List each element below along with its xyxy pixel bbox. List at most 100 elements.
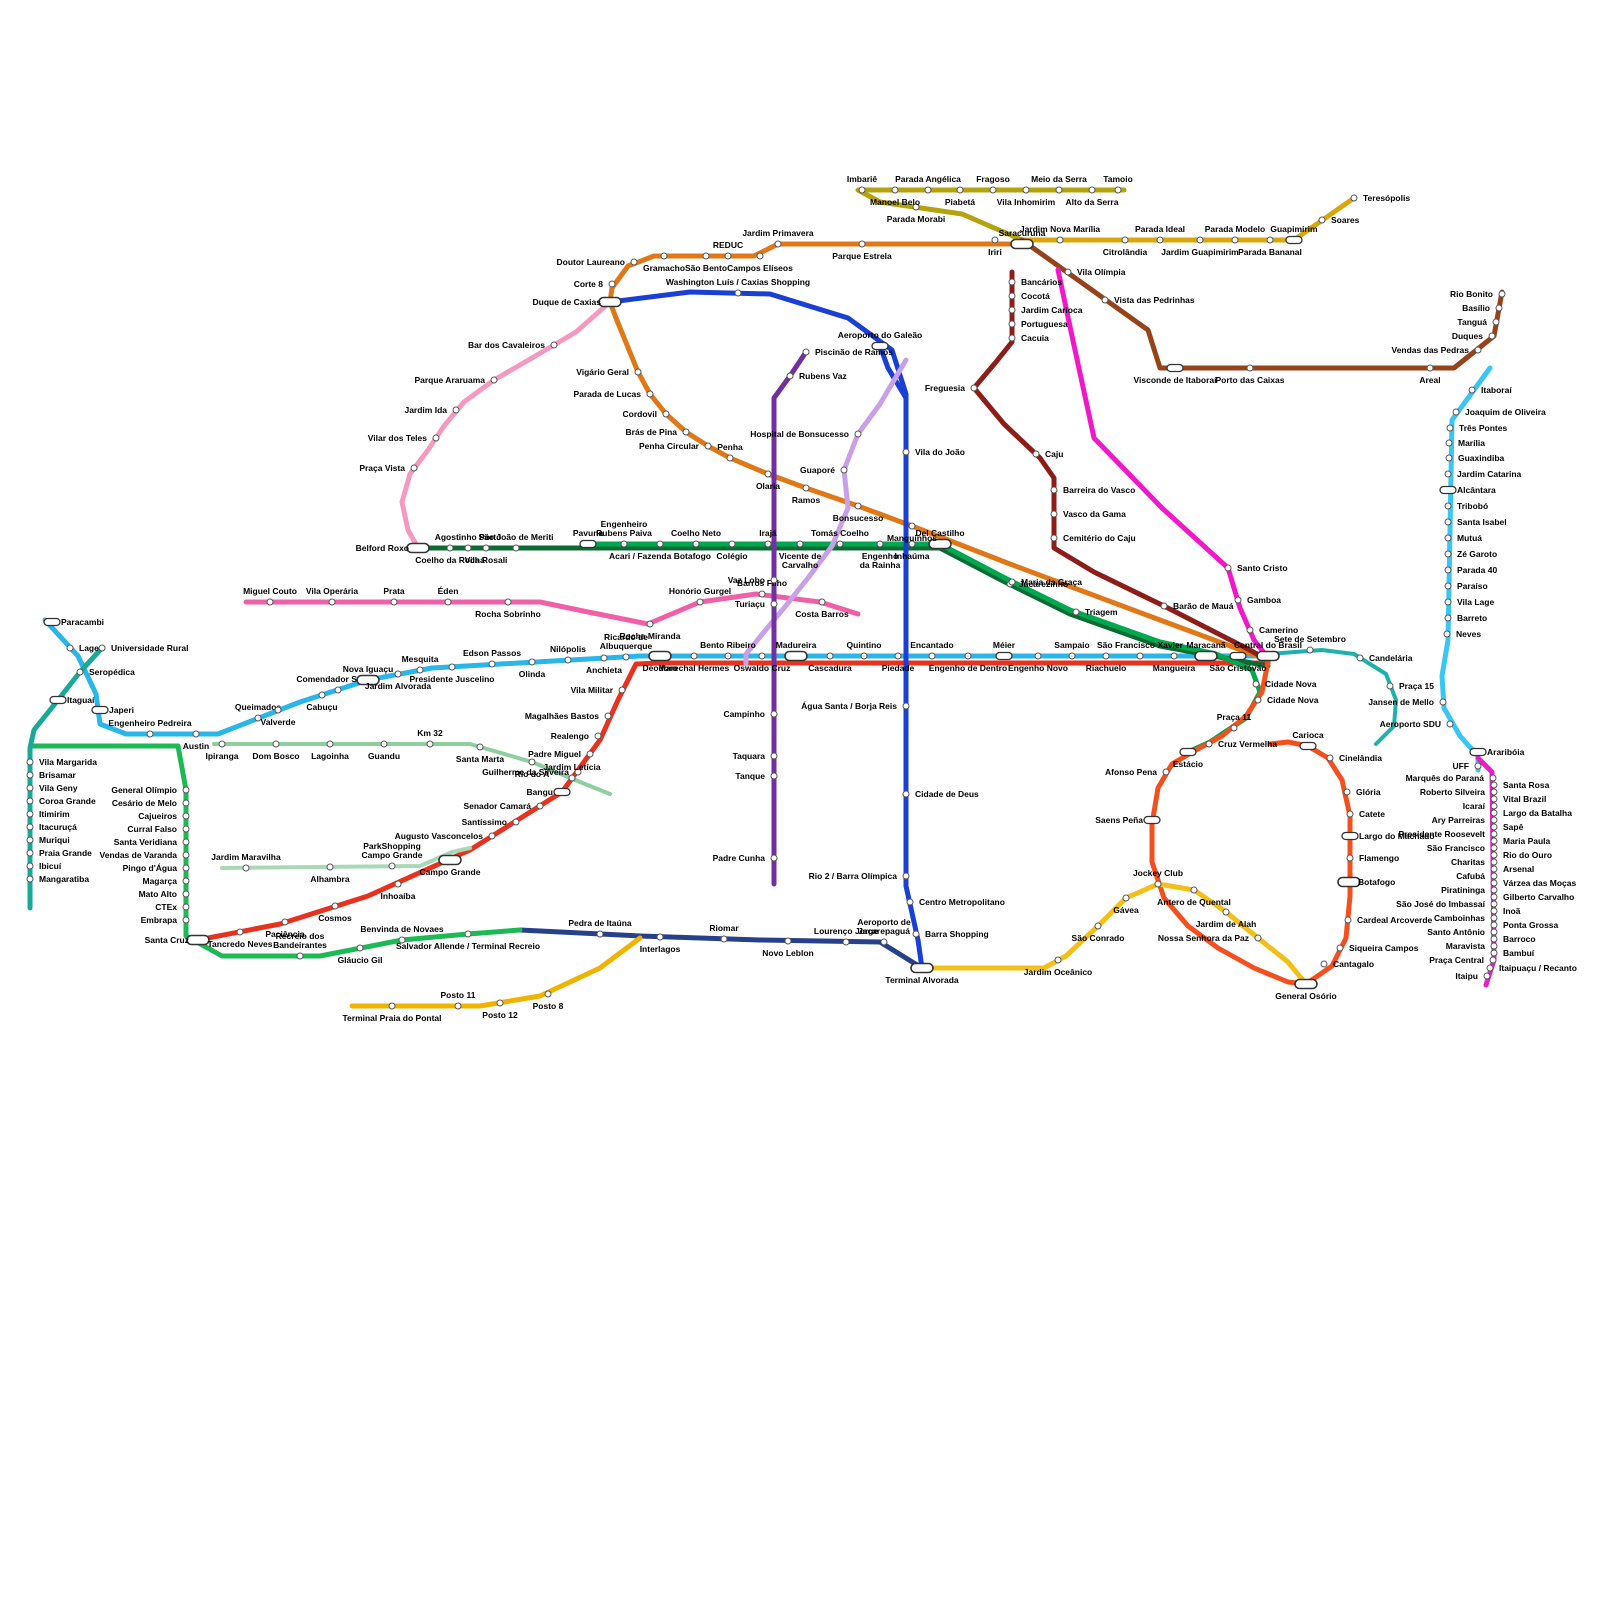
station-label: Presidente Juscelino <box>409 674 494 684</box>
station-roberto-silveira: Roberto Silveira <box>1420 787 1498 797</box>
station-label: Olaria <box>756 481 780 491</box>
line-transoeste <box>29 743 523 959</box>
station-dot <box>1486 964 1494 972</box>
station-label: Ramos <box>792 495 821 505</box>
station-label: Vendas de Varanda <box>100 850 178 860</box>
station-cidade-de-deus: Cidade de Deus <box>902 789 979 799</box>
station-dot <box>734 289 742 297</box>
station-jansen-de-mello: Jansen de Mello <box>1368 697 1447 707</box>
station-dot <box>444 598 452 606</box>
station-botafogo: Botafogo <box>1337 876 1395 888</box>
station-dot <box>448 663 456 671</box>
station-label: Coroa Grande <box>39 796 96 806</box>
station-label: Taquara <box>733 751 766 761</box>
station-vila-do-jo-o: Vila do João <box>902 447 965 457</box>
line-metro-l4 <box>919 881 1309 987</box>
station-s-o-conrado: São Conrado <box>1072 922 1124 943</box>
station-dot <box>656 933 664 941</box>
station-dot <box>446 544 454 552</box>
station-label: Ibicuí <box>39 861 62 871</box>
station-dot <box>398 936 406 944</box>
station-label: Lagoinha <box>311 751 349 761</box>
station-br-s-de-pina: Brás de Pina <box>626 427 690 437</box>
station-dot <box>1318 216 1326 224</box>
station-km-32: Km 32 <box>417 728 443 748</box>
station-label: Carioca <box>1292 730 1323 740</box>
station-label: Vila Rosali <box>465 555 508 565</box>
station-dot <box>908 540 916 548</box>
station-dot <box>274 706 282 714</box>
station-dot <box>182 825 190 833</box>
station-label: Parada Angélica <box>895 174 961 184</box>
station-jardim-let-cia: Jardim Letícia <box>543 762 601 782</box>
station-dot <box>182 786 190 794</box>
station-maria-paula: Maria Paula <box>1490 836 1551 846</box>
station-praia-grande: Praia Grande <box>26 848 92 858</box>
station-label: Glória <box>1356 787 1381 797</box>
station-edson-passos: Edson Passos <box>463 648 521 668</box>
station-dot <box>482 544 490 552</box>
station-label: Alto da Serra <box>1066 197 1119 207</box>
station-dot <box>464 544 472 552</box>
station-austin: Austin <box>183 730 209 751</box>
station-mesquita: Mesquita <box>402 654 439 674</box>
station-label: Padre Cunha <box>713 853 766 863</box>
station-citrol-ndia: Citrolândia <box>1103 236 1147 257</box>
station-label: Cajueiros <box>138 811 177 821</box>
station-label: Penha <box>717 442 743 452</box>
station-dot <box>1490 886 1498 894</box>
station-dot <box>1426 364 1434 372</box>
station-dot <box>912 203 920 211</box>
station-rio-bonito: Rio Bonito <box>1450 289 1506 299</box>
station-label: Vila Margarida <box>39 757 97 767</box>
station-hub-marker <box>598 296 622 308</box>
station-dot <box>1495 304 1503 312</box>
station-dot <box>1246 626 1254 634</box>
line-porto <box>1055 267 1271 661</box>
station-areal: Areal <box>1419 364 1441 385</box>
station-dot <box>1072 608 1080 616</box>
station-pingo-d-gua: Pingo d'Água <box>123 863 190 873</box>
station-label: Manoel Belo <box>870 197 920 207</box>
station-label: Meio da Serra <box>1031 174 1087 184</box>
line-galeao-spur <box>877 343 909 401</box>
station-dot <box>704 442 712 450</box>
station-dot <box>618 686 626 694</box>
station-dot <box>1444 518 1452 526</box>
station-label: Joaquim de Oliveira <box>1465 407 1546 417</box>
station-label: Parada Bananal <box>1238 247 1302 257</box>
station-augusto-vasconcelos: Augusto Vasconcelos <box>395 831 496 841</box>
station-duque-de-caxias: Duque de Caxias <box>533 296 622 308</box>
station-label: Benvinda de Novaes <box>360 924 443 934</box>
station-manguinhos: Manguinhos <box>887 522 937 543</box>
station-campo-grande: Campo Grande <box>420 854 481 877</box>
station-jardim-maravilha: Jardim Maravilha <box>211 852 281 872</box>
station-nova-igua-u: Nova Iguaçu <box>343 664 393 686</box>
station-dot <box>1050 534 1058 542</box>
station-dot <box>660 252 668 260</box>
station-agostinho-porto: Agostinho Porto <box>435 532 501 552</box>
station-label: Honório Gurgel <box>669 586 731 596</box>
station-teres-polis: Teresópolis <box>1350 193 1410 203</box>
station-label: Jardim de Alah <box>1196 919 1257 929</box>
station-hub-marker <box>438 854 462 866</box>
station-arsenal: Arsenal <box>1490 864 1534 874</box>
station-saens-pe-a: Saens Peña <box>1095 815 1161 825</box>
station-label: CTEx <box>155 902 177 912</box>
station-dot <box>1326 754 1334 762</box>
station-jardim-primavera: Jardim Primavera <box>742 228 814 248</box>
station-tamoio: Tamoio <box>1103 174 1133 194</box>
station-label: Miguel Couto <box>243 586 297 596</box>
station-cidade-nova: Cidade Nova <box>1252 679 1317 689</box>
station-dot <box>1252 680 1260 688</box>
station-portuguesa: Portuguesa <box>1008 319 1068 329</box>
station-dot <box>770 600 778 608</box>
station-label: Bento Ribeiro <box>700 640 756 650</box>
station-doutor-laureano: Doutor Laureano <box>557 257 638 267</box>
station-coroa-grande: Coroa Grande <box>26 796 96 806</box>
station-parada-ideal: Parada Ideal <box>1135 224 1185 244</box>
station-s-o-jos-do-imbassa: São José do Imbassaí <box>1396 899 1498 909</box>
station-dot <box>146 730 154 738</box>
